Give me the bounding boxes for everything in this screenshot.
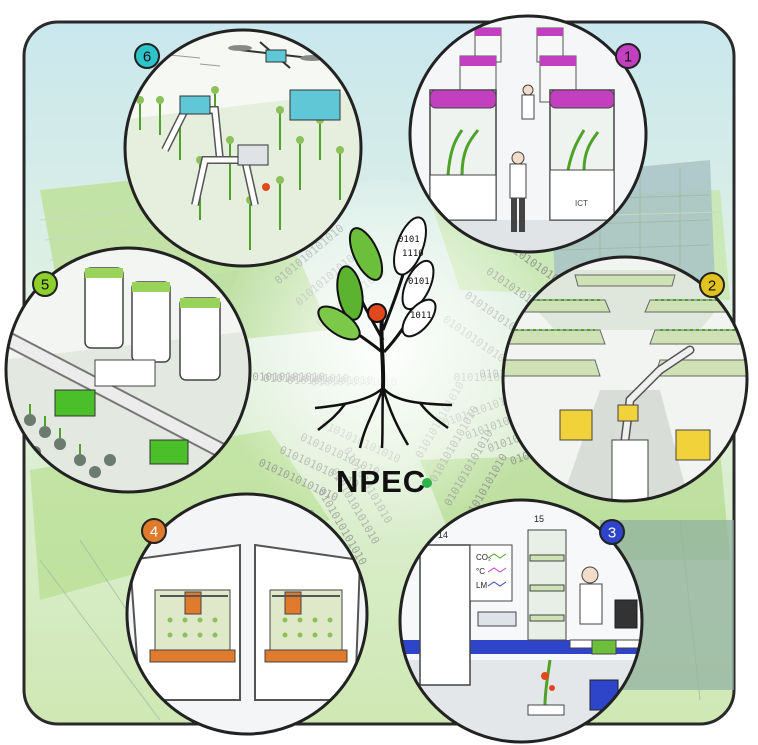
badge-4-label: 4 bbox=[150, 524, 158, 541]
svg-text:1011: 1011 bbox=[410, 311, 432, 321]
lm-label: LM bbox=[476, 581, 487, 590]
badge-6: 6 bbox=[134, 43, 160, 69]
badge-2: 2 bbox=[699, 272, 725, 298]
svg-text:0101: 0101 bbox=[408, 277, 430, 287]
center-glow bbox=[215, 180, 555, 560]
svg-text:1110: 1110 bbox=[402, 249, 424, 259]
scene-6-field-robots bbox=[123, 28, 363, 268]
badge-4: 4 bbox=[141, 518, 167, 544]
npec-logo-text: NPEC bbox=[336, 464, 426, 499]
npec-logo-accent bbox=[422, 478, 432, 488]
ict-label: ICT bbox=[575, 199, 588, 208]
badge-1-label: 1 bbox=[624, 49, 632, 66]
badge-6-label: 6 bbox=[143, 49, 151, 66]
scene-5-conveyor-greenhouse bbox=[4, 246, 252, 494]
badge-5: 5 bbox=[32, 271, 58, 297]
badge-1: 1 bbox=[615, 43, 641, 69]
badge-2-label: 2 bbox=[708, 278, 716, 295]
npec-plant-logo: 0101 1110 0101 1011 bbox=[314, 216, 453, 449]
room-number-a: 14 bbox=[438, 530, 448, 540]
svg-text:0101: 0101 bbox=[398, 235, 420, 245]
scene-4-growth-cabinets bbox=[125, 492, 369, 736]
scene-1-growth-chambers: ICT bbox=[408, 14, 648, 254]
badge-5-label: 5 bbox=[41, 277, 49, 294]
co2-label: CO₂ bbox=[476, 553, 491, 562]
temp-label: °C bbox=[476, 567, 485, 576]
badge-3: 3 bbox=[599, 519, 625, 545]
room-number-b: 15 bbox=[534, 514, 544, 524]
scene-2-robot-arm-shelves bbox=[501, 255, 749, 503]
badge-3-label: 3 bbox=[608, 525, 616, 542]
scene-3-climate-lab: CO₂ °C LM 14 15 bbox=[398, 498, 644, 744]
